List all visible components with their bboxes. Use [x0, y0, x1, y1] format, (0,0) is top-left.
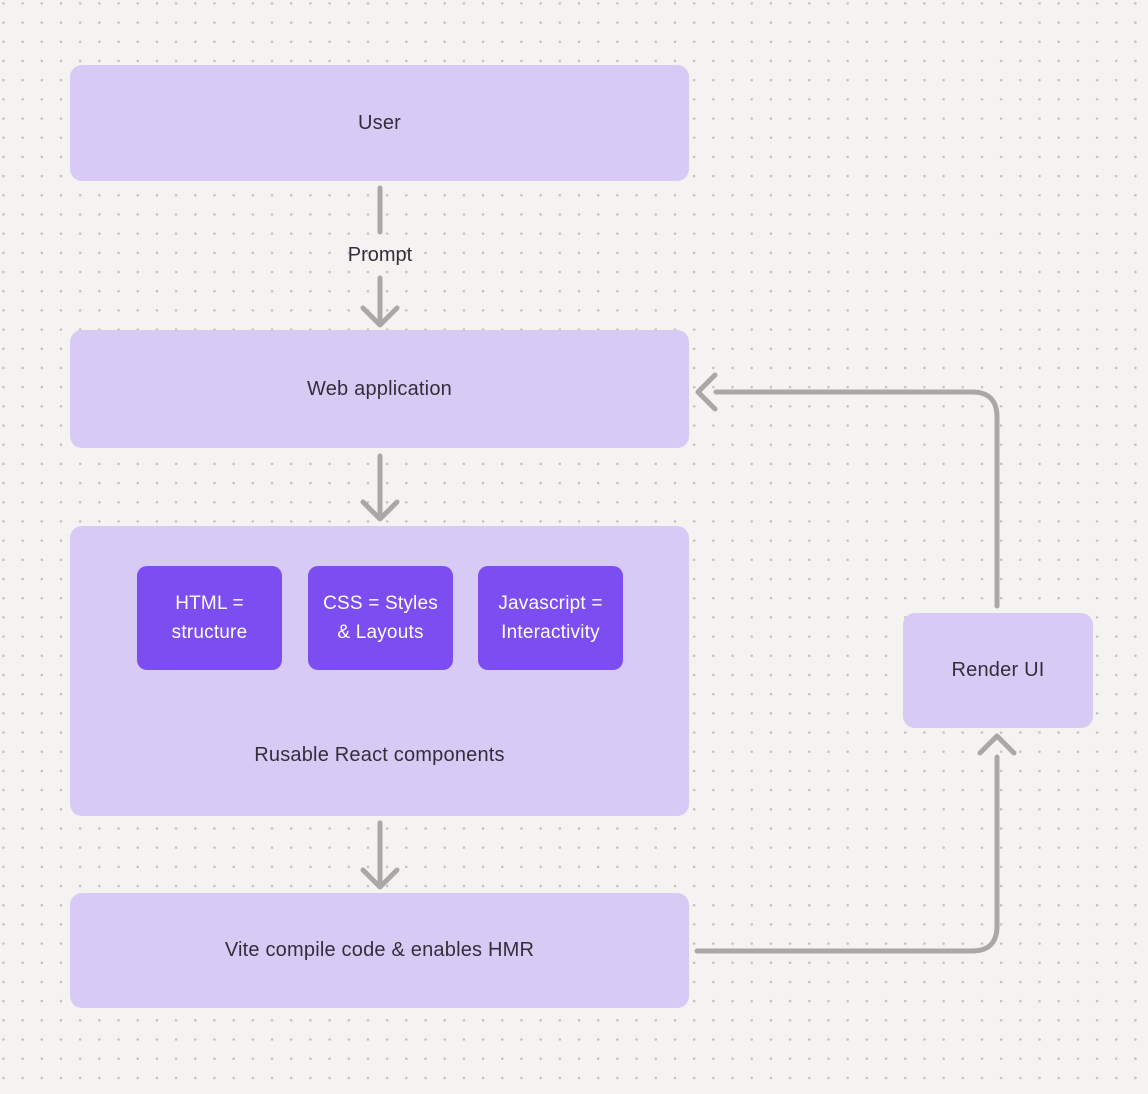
- node-css-line1: CSS = Styles: [323, 593, 438, 614]
- node-user[interactable]: User: [70, 65, 689, 181]
- node-vite[interactable]: Vite compile code & enables HMR: [70, 893, 689, 1008]
- components-group-caption: Rusable React components: [254, 744, 505, 766]
- arrowhead-down-group: [360, 499, 400, 522]
- arrowhead-down-webapp: [360, 305, 400, 328]
- node-javascript[interactable]: Javascript = Interactivity: [478, 566, 623, 670]
- node-javascript-line2: Interactivity: [501, 622, 600, 643]
- node-html[interactable]: HTML = structure: [137, 566, 282, 670]
- connector-vite-render: [694, 754, 1000, 954]
- node-css-line2: & Layouts: [337, 622, 424, 643]
- node-render-ui-label: Render UI: [951, 659, 1045, 681]
- node-web-application[interactable]: Web application: [70, 330, 689, 448]
- arrowhead-down-vite: [360, 867, 400, 890]
- node-components-group[interactable]: HTML = structure CSS = Styles & Layouts …: [70, 526, 689, 816]
- edge-label-prompt: Prompt: [347, 244, 413, 266]
- node-html-line1: HTML =: [175, 593, 244, 614]
- node-user-label: User: [357, 111, 402, 134]
- arrowhead-left-webapp: [695, 372, 718, 412]
- arrowhead-up-render: [977, 733, 1017, 756]
- node-vite-label: Vite compile code & enables HMR: [224, 939, 535, 961]
- node-javascript-line1: Javascript =: [498, 593, 603, 614]
- node-html-line2: structure: [171, 622, 248, 643]
- connector-render-webapp: [713, 389, 1000, 609]
- node-web-application-label: Web application: [307, 377, 452, 400]
- node-render-ui[interactable]: Render UI: [903, 613, 1093, 728]
- node-css[interactable]: CSS = Styles & Layouts: [308, 566, 453, 670]
